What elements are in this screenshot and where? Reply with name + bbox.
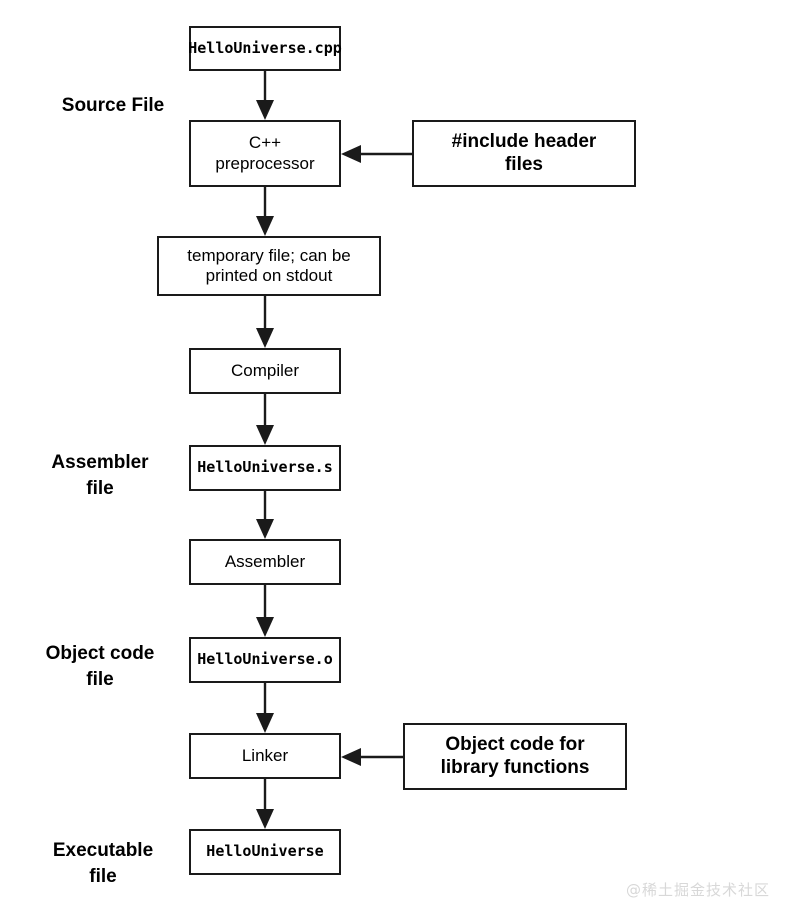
- node-executable-label: HelloUniverse: [206, 842, 324, 861]
- node-assembler-file-label: HelloUniverse.s: [197, 458, 333, 477]
- node-compiler-label: Compiler: [230, 360, 300, 380]
- node-compiler-box[interactable]: Compiler: [189, 348, 341, 394]
- edge-compiler-to-asm-file: [256, 394, 274, 445]
- stage-label-executable-file: Executable file: [52, 840, 154, 887]
- edge-asm-file-to-assembler: [256, 491, 274, 539]
- watermark: @稀土掘金技术社区: [625, 881, 770, 899]
- node-assembler-file-box[interactable]: HelloUniverse.s: [189, 445, 341, 491]
- node-assembler-box[interactable]: Assembler: [189, 539, 341, 585]
- node-executable-box[interactable]: HelloUniverse: [189, 829, 341, 875]
- node-object-file-box[interactable]: HelloUniverse.o: [189, 637, 341, 683]
- node-linker-label: Linker: [241, 745, 289, 765]
- node-object-code-library-label: Object code for library functions: [440, 734, 590, 778]
- node-include-header-files-box[interactable]: #include header files: [412, 120, 636, 187]
- node-cpp-preprocessor-label: C++ preprocessor: [215, 133, 315, 173]
- node-temporary-file-label: temporary file; can be printed on stdout: [187, 245, 351, 285]
- stage-label-object-code-file: Object code file: [45, 643, 155, 690]
- edge-source-to-preprocessor: [256, 71, 274, 120]
- node-include-header-files-label: #include header files: [451, 131, 597, 175]
- edge-linker-to-exe: [256, 779, 274, 829]
- edge-obj-to-linker: [256, 683, 274, 733]
- edge-library-to-linker: [341, 748, 403, 766]
- node-source-file-box[interactable]: HelloUniverse.cpp: [188, 26, 342, 71]
- edge-preprocessor-to-temp: [256, 187, 274, 236]
- edge-temp-to-compiler: [256, 296, 274, 348]
- stage-label-assembler-file: Assembler file: [51, 452, 149, 499]
- edge-include-to-preprocessor: [341, 145, 412, 163]
- node-object-code-library-box[interactable]: Object code for library functions: [403, 723, 627, 790]
- node-assembler-label: Assembler: [224, 551, 306, 571]
- stage-label-source-file: Source File: [61, 95, 165, 116]
- edge-assembler-to-obj: [256, 585, 274, 637]
- node-linker-box[interactable]: Linker: [189, 733, 341, 779]
- node-object-file-label: HelloUniverse.o: [197, 650, 333, 669]
- node-temporary-file-box[interactable]: temporary file; can be printed on stdout: [157, 236, 381, 296]
- node-source-file-label: HelloUniverse.cpp: [188, 38, 342, 57]
- node-cpp-preprocessor-box[interactable]: C++ preprocessor: [189, 120, 341, 187]
